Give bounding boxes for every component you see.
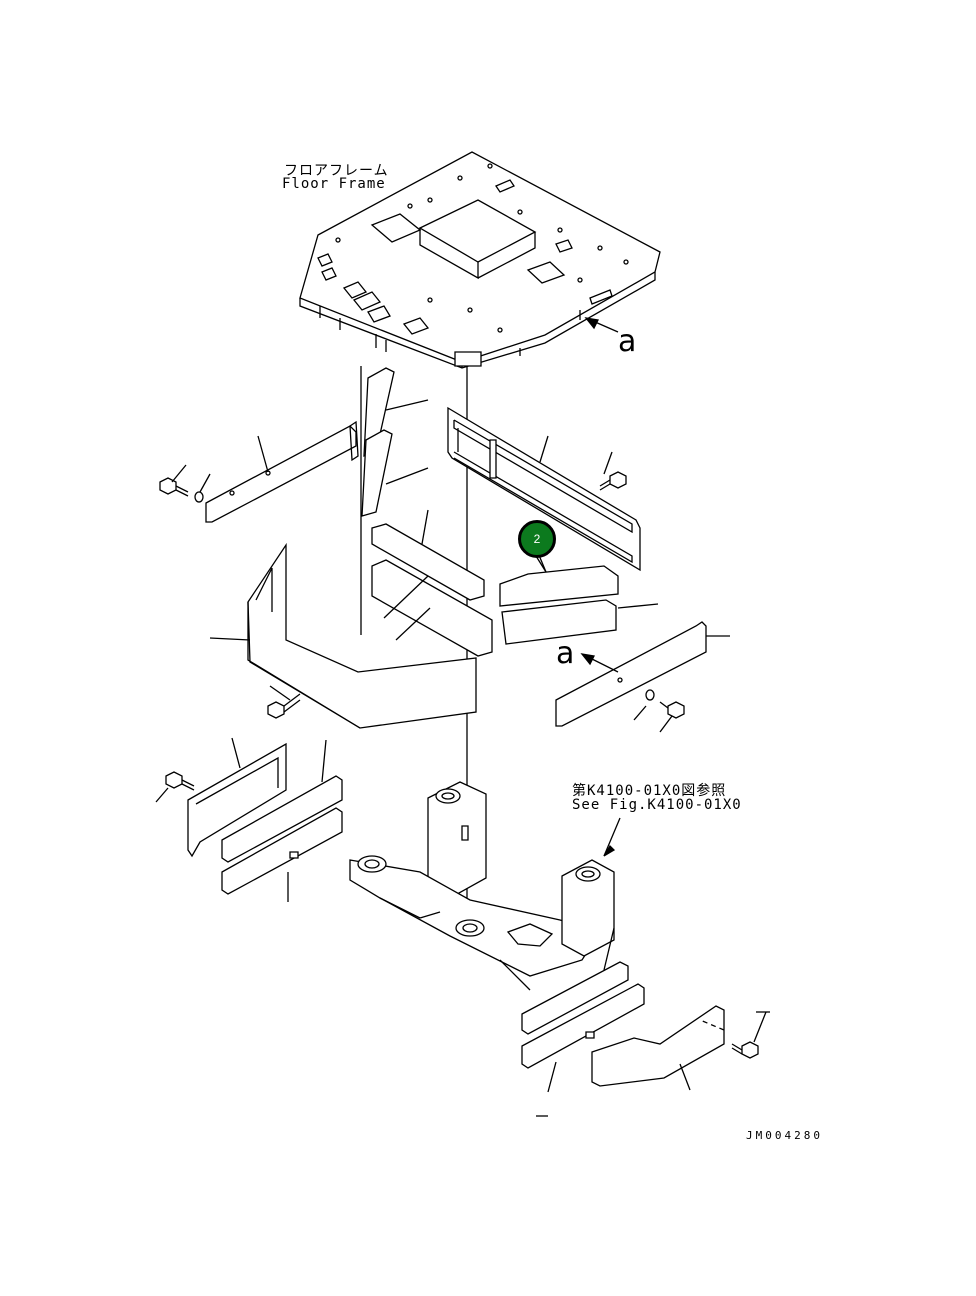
floor-frame-plate: [300, 152, 660, 368]
floor-frame-label-jp: フロアフレーム: [284, 163, 389, 179]
view-a-marker-top: a: [618, 324, 637, 359]
lower-left-cover: [188, 738, 286, 856]
right-pads: [500, 548, 658, 644]
reference-label-jp: 第K4100-01X0図参照: [572, 783, 727, 799]
part-callout-2[interactable]: 2: [518, 520, 556, 558]
floor-frame-label-en: Floor Frame: [282, 176, 386, 192]
view-a-arrow-top: [586, 318, 618, 332]
callout-leader: [536, 556, 546, 572]
view-a-marker-middle: a: [556, 636, 575, 671]
left-cover: [210, 545, 476, 728]
vertical-pads: [362, 368, 428, 516]
lower-right-cover: [592, 1006, 724, 1090]
bolt-right-upper: [600, 452, 626, 490]
bolt-lower-right: [536, 1012, 770, 1116]
lower-right-pads: [522, 928, 644, 1092]
drawing-id: JM004280: [746, 1129, 823, 1142]
bolt-lower-left: [156, 772, 194, 802]
lower-left-pads: [222, 740, 342, 902]
view-a-arrow-middle: [582, 654, 618, 672]
middle-pads: [372, 510, 492, 656]
right-rail: [448, 408, 640, 570]
reference-label-en: See Fig.K4100-01X0: [572, 797, 742, 813]
cab-mount-base: [350, 782, 620, 990]
right-bracket-plate: [556, 622, 730, 732]
bolt-left-upper: [160, 465, 210, 502]
left-bracket-plate: [206, 422, 358, 522]
bolt-center-left: [268, 694, 300, 718]
